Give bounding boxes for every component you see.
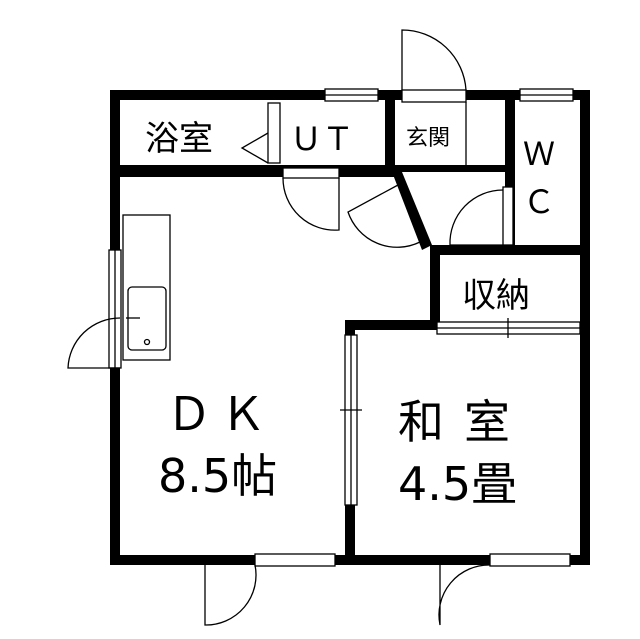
doors — [67, 29, 514, 626]
room-label-dk: ＤＫ — [166, 387, 274, 441]
room-size-dk: 8.5帖 — [158, 449, 277, 503]
room-label-bath: 浴室 — [145, 119, 213, 159]
room-label-storage: 収納 — [462, 276, 530, 316]
room-label-washitsu: 和室 — [398, 395, 530, 449]
kitchen-counter — [122, 214, 171, 361]
room-label-wc-top: Ｗ — [523, 135, 555, 173]
room-size-washitsu: 4.5畳 — [398, 457, 517, 511]
room-label-ut: ＵＴ — [290, 120, 354, 158]
windows — [108, 88, 581, 567]
room-label-wc-bottom: Ｃ — [523, 183, 555, 221]
room-label-entrance: 玄関 — [406, 126, 450, 151]
